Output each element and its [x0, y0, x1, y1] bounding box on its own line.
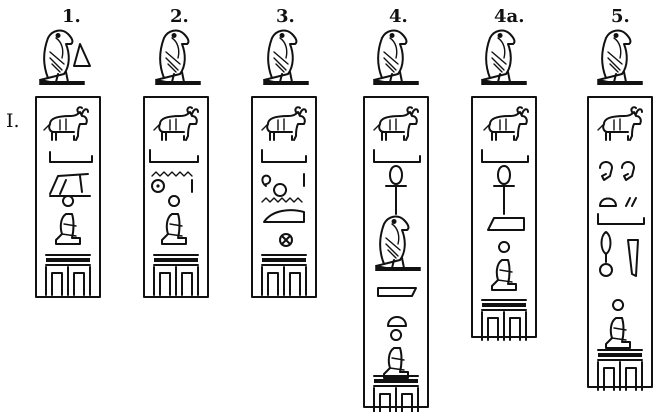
column-label-2: 2.: [170, 6, 189, 27]
column-label-4: 4.: [389, 6, 408, 27]
column-label-5: 5.: [611, 6, 630, 27]
column-label-1: 1.: [62, 6, 81, 27]
column-label-4a: 4a.: [494, 6, 525, 27]
mace-sign: [73, 43, 91, 67]
column-label-3: 3.: [276, 6, 295, 27]
row-label: I.: [6, 110, 20, 132]
